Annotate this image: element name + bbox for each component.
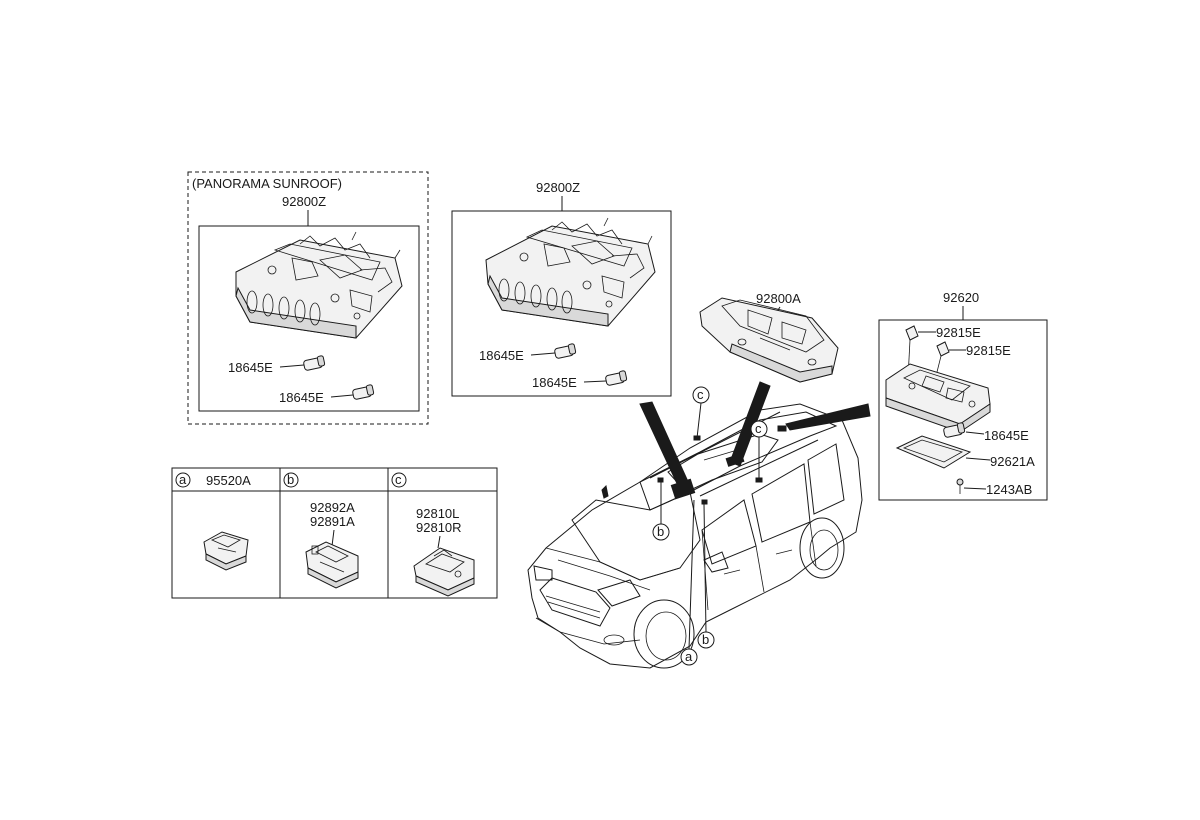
legend-part-b-2: 92891A [310, 514, 355, 529]
console-pointer-wedge [639, 401, 691, 491]
panorama-bulb-top-icon [303, 355, 326, 371]
legend-part-a: 95520A [206, 473, 251, 488]
legend-part-b-1: 92892A [310, 500, 355, 515]
standard-console-drawing [485, 217, 656, 327]
room-lamp-cap-second-label: 92815E [966, 343, 1011, 358]
b-door-location-mark [701, 499, 708, 505]
pointer-wedges [639, 381, 871, 491]
legend-c-leader [437, 535, 441, 549]
room-lamp-location-mark [777, 425, 787, 432]
room-lamp-bulb-label: 18645E [984, 428, 1029, 443]
room-lamp-bulb-leader [965, 431, 985, 435]
panorama-bulb-bottom-icon [352, 384, 375, 400]
panorama-console-drawing [235, 231, 403, 339]
room-lamp-screw-icon [956, 478, 964, 494]
panorama-bulb-bottom-label: 18645E [279, 390, 324, 405]
standard-bulb-top-icon [554, 343, 577, 359]
standard-bulb-top-label: 18645E [479, 348, 524, 363]
map-lamp-label: 92800A [756, 291, 801, 306]
callout-a-door: a [685, 649, 693, 664]
legend-marker-b-circle [283, 472, 299, 488]
legend-part-c-1: 92810L [416, 506, 459, 521]
room-lamp-lens-leader [965, 457, 991, 461]
map-lamp-group: 92800A [699, 291, 839, 383]
standard-bulb-top-leader [530, 352, 556, 356]
legend-table-border [171, 467, 498, 599]
callout-b-door: b [702, 632, 709, 647]
legend-part-c-2: 92810R [416, 520, 462, 535]
b-roof-location-mark [657, 477, 664, 483]
standard-bulb-bottom-icon [605, 370, 628, 386]
legend-b-part-drawing [305, 541, 359, 589]
room-lamp-lens-label: 92621A [990, 454, 1035, 469]
vehicle-callouts: c c b b a [652, 386, 768, 666]
room-lamp-housing-drawing [885, 363, 991, 433]
room-lamp-lens-icon [895, 435, 972, 469]
legend-table: a 95520A b 92892A 92891A c 92810L 92810R [171, 467, 498, 599]
callout-c-right: c [755, 421, 762, 436]
room-lamp-cap-top-label: 92815E [936, 325, 981, 340]
legend-marker-c: c [395, 472, 402, 487]
vehicle-drawing [527, 403, 863, 669]
legend-marker-a-circle [175, 472, 191, 488]
panorama-bulb-top-label: 18645E [228, 360, 273, 375]
panorama-title: (PANORAMA SUNROOF) [192, 176, 342, 191]
standard-bulb-bottom-leader [583, 380, 607, 383]
panorama-assembly-label: 92800Z [282, 194, 326, 209]
panorama-sunroof-group: (PANORAMA SUNROOF) 92800Z 18645E [187, 171, 429, 425]
room-lamp-screw-label: 1243AB [986, 482, 1032, 497]
legend-marker-c-circle [391, 472, 407, 488]
panorama-inner-box [198, 225, 420, 412]
legend-c-part-drawing [413, 547, 475, 597]
callout-a-door-leader [688, 499, 695, 650]
map-lamp-pointer-wedge [729, 381, 771, 467]
panorama-bulb-bottom-leader [330, 394, 354, 398]
legend-b-leader [331, 529, 335, 547]
legend-a-part-drawing [203, 531, 249, 571]
room-lamp-bulb-icon [943, 422, 966, 438]
room-lamp-pointer-wedge [785, 403, 871, 431]
map-lamp-drawing [699, 297, 839, 383]
standard-box [451, 210, 672, 397]
standard-assembly-label: 92800Z [536, 180, 580, 195]
callout-c-left: c [697, 387, 704, 402]
room-lamp-screw-leader [963, 487, 987, 490]
callout-b-roof: b [657, 524, 664, 539]
callout-b-door-leader [703, 503, 707, 633]
standard-bulb-bottom-label: 18645E [532, 375, 577, 390]
room-lamp-box [878, 319, 1048, 501]
legend-marker-a: a [179, 472, 187, 487]
legend-marker-b: b [287, 472, 294, 487]
room-lamp-group: 92620 92815E 92815E [878, 290, 1048, 501]
panorama-bulb-top-leader [279, 364, 305, 368]
standard-console-group: 92800Z 18645E [451, 180, 672, 397]
room-lamp-assembly-label: 92620 [943, 290, 979, 305]
room-lamp-cap-second-icon [935, 341, 950, 377]
panorama-dashed-border [187, 171, 429, 425]
callout-c-left-leader [696, 402, 702, 439]
c-right-location-mark [755, 477, 763, 483]
